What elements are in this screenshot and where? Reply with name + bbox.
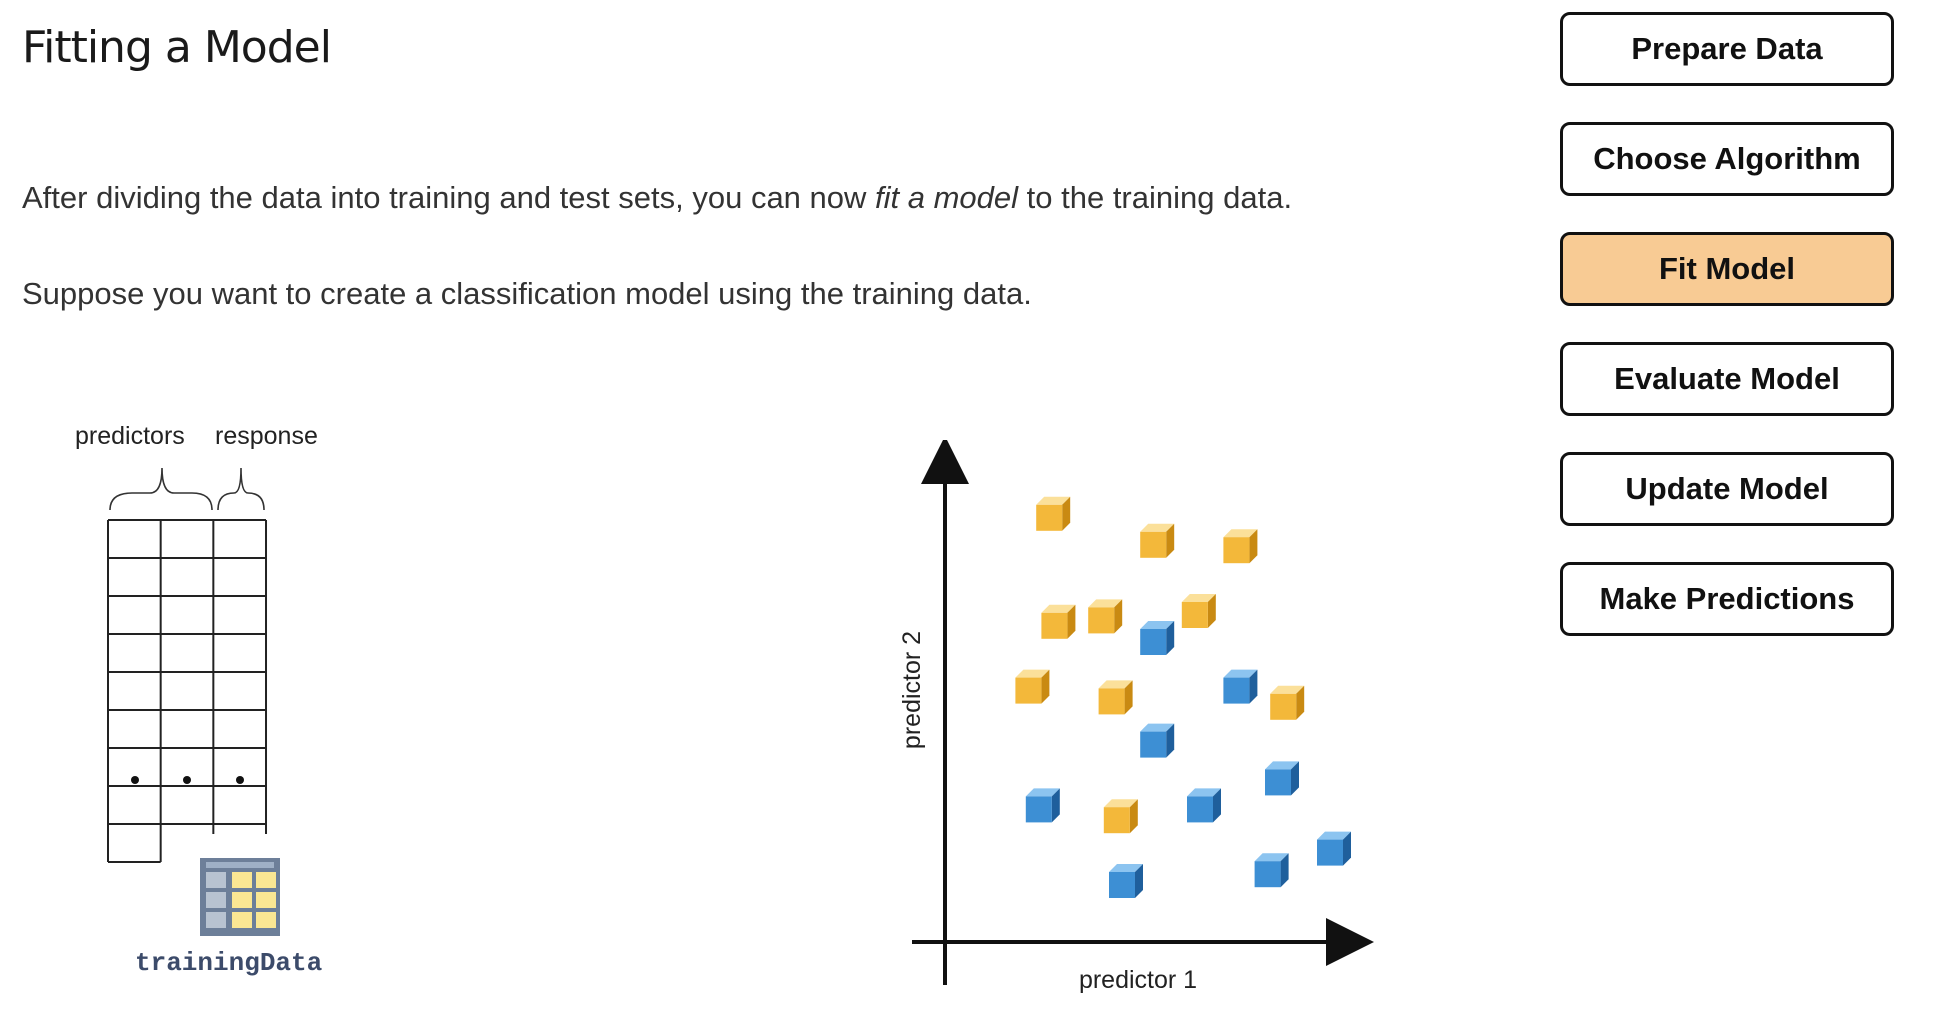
x-axis-label: predictor 1 bbox=[1079, 966, 1197, 994]
data-point-yellow bbox=[1036, 496, 1071, 531]
step-make-predictions-button[interactable]: Make Predictions bbox=[1560, 562, 1894, 636]
data-point-yellow bbox=[1270, 685, 1305, 720]
data-point-yellow bbox=[1103, 799, 1138, 834]
training-data-figure: predictors response trainingData bbox=[75, 422, 322, 978]
data-point-yellow bbox=[1098, 680, 1133, 715]
step-fit-model-button[interactable]: Fit Model bbox=[1560, 232, 1894, 306]
data-grid bbox=[107, 519, 268, 863]
response-brace bbox=[217, 467, 265, 511]
training-data-variable: trainingData bbox=[135, 948, 322, 978]
data-point-blue bbox=[1187, 788, 1221, 823]
intro-text-end: to the training data. bbox=[1018, 180, 1293, 215]
ellipsis-dot bbox=[131, 776, 139, 784]
workflow-steps: Prepare Data Choose Algorithm Fit Model … bbox=[1560, 12, 1894, 672]
data-point-yellow bbox=[1223, 529, 1258, 564]
data-point-blue bbox=[1109, 864, 1143, 898]
ellipsis-dot bbox=[236, 776, 244, 784]
step-evaluate-model-button[interactable]: Evaluate Model bbox=[1560, 342, 1894, 416]
data-point-blue bbox=[1317, 831, 1351, 866]
scatter-plot: predictor 1 predictor 2 bbox=[898, 440, 1374, 994]
data-point-yellow bbox=[1041, 604, 1076, 639]
data-point-blue bbox=[1254, 853, 1289, 888]
data-point-yellow bbox=[1140, 523, 1175, 558]
data-points bbox=[1015, 496, 1351, 898]
intro-text-start: After dividing the data into training an… bbox=[22, 180, 876, 215]
table-icon-cells bbox=[206, 862, 276, 928]
data-point-yellow bbox=[1088, 599, 1123, 634]
classification-paragraph: Suppose you want to create a classificat… bbox=[22, 276, 1032, 311]
predictors-brace bbox=[109, 467, 213, 511]
y-axis-label: predictor 2 bbox=[898, 631, 926, 749]
data-point-blue bbox=[1223, 669, 1258, 704]
intro-paragraph: After dividing the data into training an… bbox=[22, 180, 1292, 216]
data-point-blue bbox=[1140, 621, 1175, 655]
data-point-blue bbox=[1025, 788, 1060, 823]
ellipsis-dot bbox=[183, 776, 191, 784]
response-label: response bbox=[215, 422, 318, 450]
intro-emphasis: fit a model bbox=[875, 180, 1019, 215]
step-update-model-button[interactable]: Update Model bbox=[1560, 452, 1894, 526]
step-choose-algorithm-button[interactable]: Choose Algorithm bbox=[1560, 122, 1894, 196]
step-prepare-data-button[interactable]: Prepare Data bbox=[1560, 12, 1894, 86]
predictors-label: predictors bbox=[75, 422, 185, 450]
data-point-yellow bbox=[1015, 669, 1050, 704]
data-point-yellow bbox=[1181, 594, 1216, 628]
data-point-blue bbox=[1140, 723, 1175, 758]
data-point-blue bbox=[1265, 761, 1299, 796]
table-icon bbox=[200, 858, 280, 936]
page-title: Fitting a Model bbox=[22, 22, 332, 73]
